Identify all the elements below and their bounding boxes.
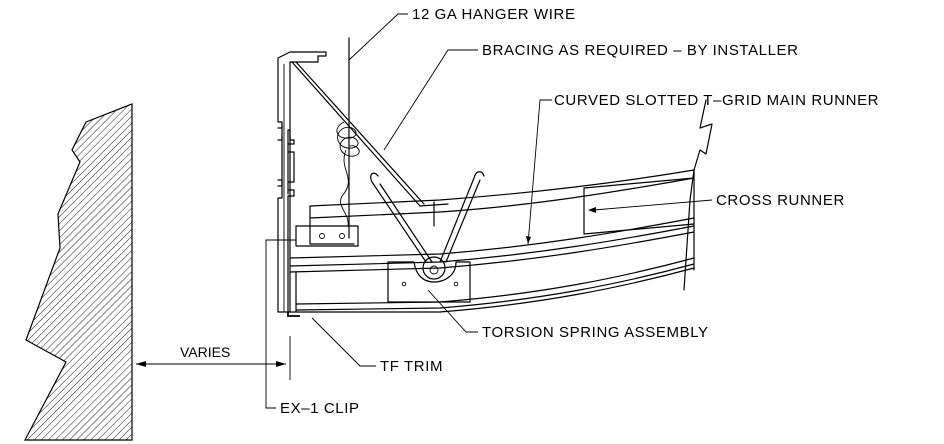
main-runner-upper <box>309 169 695 245</box>
wire-twist <box>336 121 360 227</box>
wall-hatch <box>24 103 133 441</box>
label-bracing: BRACING AS REQUIRED – BY INSTALLER <box>482 42 799 59</box>
break-line <box>683 99 713 291</box>
main-runner-lower <box>289 217 695 313</box>
label-varies: VARIES <box>180 344 230 360</box>
wall-bracket <box>277 51 327 313</box>
label-cross-runner: CROSS RUNNER <box>716 192 845 209</box>
torsion-spring-part <box>370 171 485 303</box>
varies-dimension <box>136 336 291 380</box>
label-main-runner: CURVED SLOTTED T–GRID MAIN RUNNER <box>554 92 879 109</box>
label-ex1-clip: EX–1 CLIP <box>280 400 360 417</box>
tf-trim-part <box>287 312 300 317</box>
label-hanger-wire: 12 GA HANGER WIRE <box>412 6 576 23</box>
cross-runner <box>583 177 695 235</box>
label-torsion-spring: TORSION SPRING ASSEMBLY <box>482 324 709 341</box>
ex1-clip-part <box>295 225 359 247</box>
leader-lines <box>265 13 713 409</box>
bracing <box>291 61 449 207</box>
label-tf-trim: TF TRIM <box>380 358 443 375</box>
